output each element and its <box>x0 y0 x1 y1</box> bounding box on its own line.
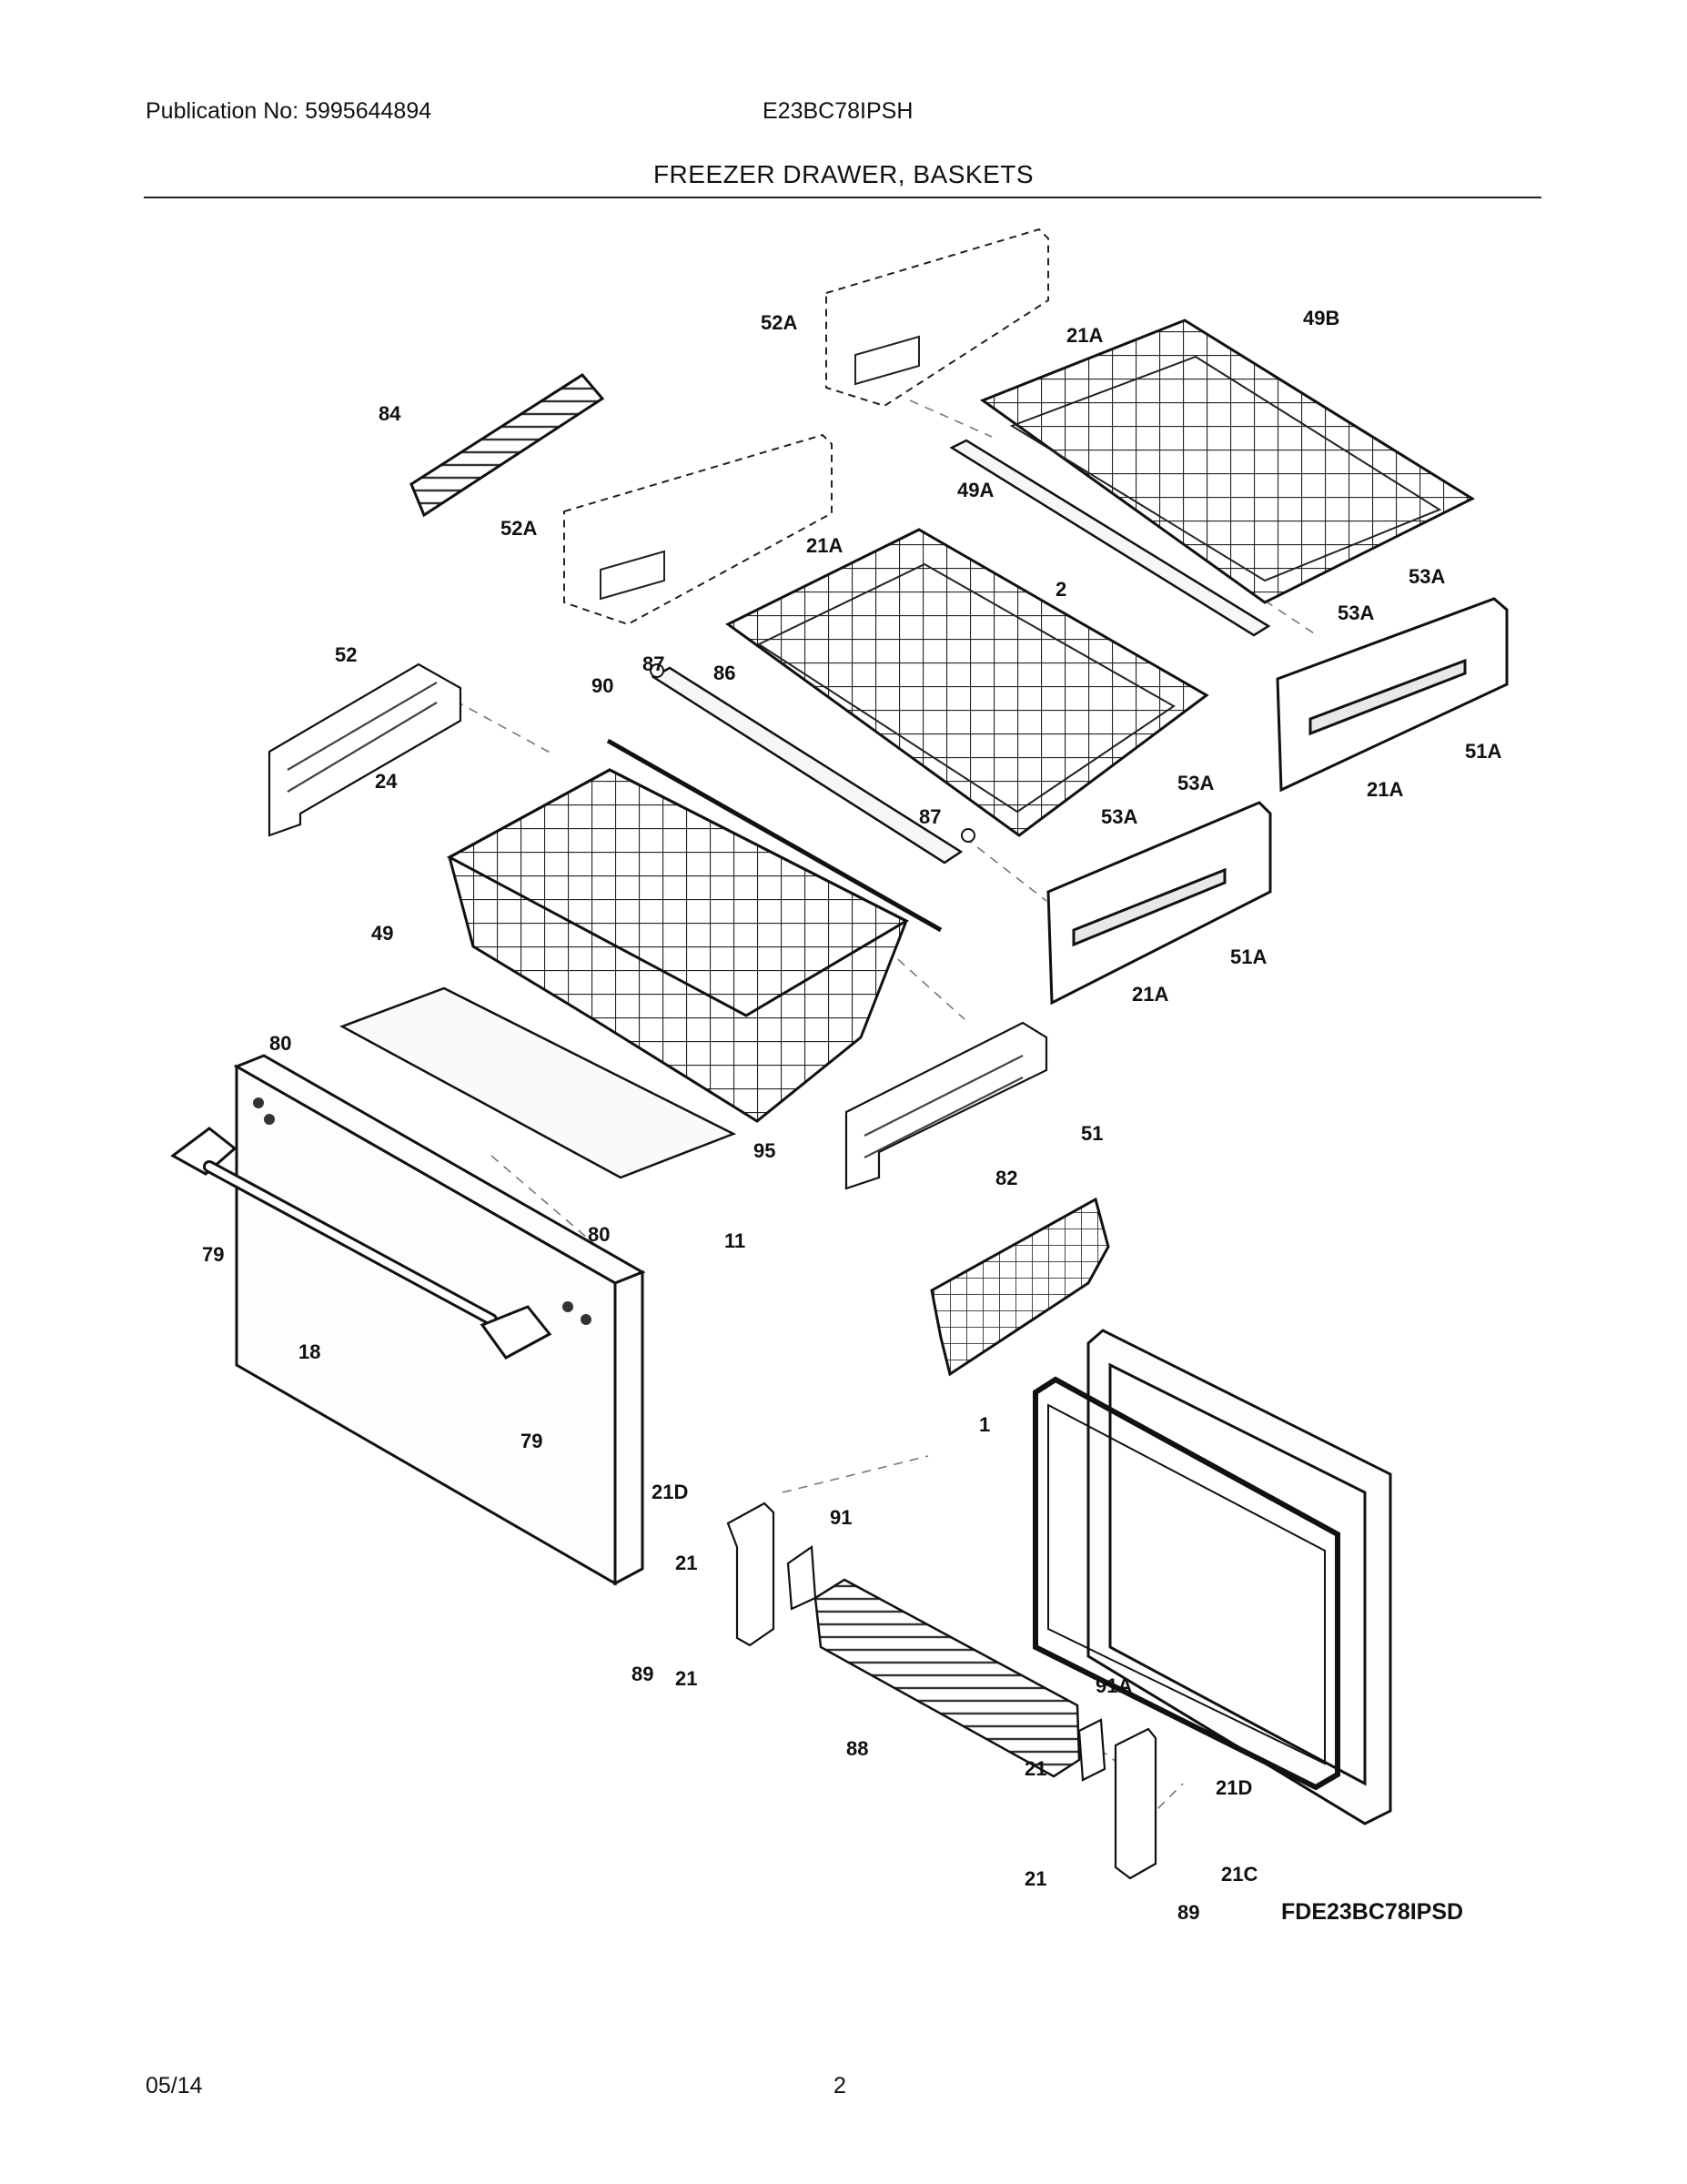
rail-88 <box>813 1578 1081 1778</box>
diagram-code: FDE23BC78IPSD <box>1281 1899 1463 1925</box>
part-callout: 89 <box>1177 1901 1199 1924</box>
part-callouts: 52A 21A 49B 84 52A 21A 49A 2 53A 53A 52 87 86 90 51A 21… <box>202 307 1501 1924</box>
part-callout: 2 <box>1056 578 1066 601</box>
part-callout: 89 <box>631 1663 653 1685</box>
handle-18 <box>170 1127 552 1360</box>
part-callout: 53A <box>1177 772 1214 794</box>
page-title: FREEZER DRAWER, BASKETS <box>652 160 1035 188</box>
drawer-front-11 <box>233 1054 646 1586</box>
part-callout: 90 <box>591 674 613 697</box>
title-rule <box>144 197 1541 198</box>
crossbar-86 <box>651 666 964 864</box>
part-callout: 53A <box>1409 565 1445 588</box>
wire-shelf-82 <box>930 1197 1110 1377</box>
publication-date: 05/14 <box>146 2073 203 2098</box>
bracket-91a <box>1077 1718 1106 1782</box>
part-callout: 49A <box>957 479 994 501</box>
part-callout: 87 <box>919 805 941 828</box>
part-callout: 88 <box>846 1737 868 1760</box>
slide-rail-52a-lower <box>563 433 833 626</box>
part-callout: 53A <box>1101 805 1137 828</box>
page-number: 2 <box>833 2073 846 2098</box>
tray-95 <box>338 986 737 1179</box>
part-callout: 52A <box>500 517 537 540</box>
part-callout: 21A <box>1132 983 1168 1006</box>
bracket-89-left <box>726 1502 775 1647</box>
bracket-89-right <box>1114 1727 1157 1880</box>
part-callout: 24 <box>375 770 398 793</box>
part-callout: 1 <box>979 1413 990 1436</box>
part-callout: 21 <box>1025 1757 1046 1780</box>
rod-90 <box>606 738 943 933</box>
part-callout: 51A <box>1465 740 1501 763</box>
screws <box>253 663 975 1325</box>
part-callout: 49B <box>1303 307 1339 329</box>
slide-rail-52a-upper <box>825 228 1049 408</box>
model-number: E23BC78IPSH <box>763 98 914 124</box>
part-callout: 84 <box>379 402 401 425</box>
part-callout: 18 <box>298 1340 320 1363</box>
part-callout: 21A <box>1367 778 1403 801</box>
lower-basket-49 <box>446 768 910 1123</box>
slide-rail-51 <box>844 1021 1048 1190</box>
part-callout: 21A <box>806 534 843 557</box>
part-callout: 21D <box>652 1481 688 1503</box>
part-callout: 21A <box>1066 324 1103 347</box>
wire-panel-84 <box>409 373 605 518</box>
slide-rail-52 <box>268 662 462 837</box>
part-callout: 52 <box>335 643 357 666</box>
part-callout: 51 <box>1081 1122 1103 1145</box>
slide-rail-51a-lower <box>1046 801 1272 1006</box>
upper-basket-49b <box>979 318 1476 604</box>
part-callout: 79 <box>520 1430 542 1452</box>
part-callout: 11 <box>724 1229 745 1252</box>
crossbar-2 <box>949 439 1271 637</box>
middle-basket-49a <box>725 528 1209 837</box>
part-callout: 21 <box>675 1667 697 1690</box>
part-callout: 21 <box>1025 1867 1046 1890</box>
publication-number: Publication No: 5995644894 <box>146 98 432 124</box>
part-callout: 82 <box>995 1167 1017 1189</box>
part-callout: 80 <box>269 1032 291 1055</box>
part-callout: 49 <box>371 922 393 945</box>
part-callout: 52A <box>761 311 797 334</box>
part-callout: 91A <box>1096 1674 1132 1697</box>
part-callout: 51A <box>1230 945 1267 968</box>
bracket-91 <box>786 1544 817 1611</box>
part-callout: 86 <box>713 662 735 684</box>
inner-door-frame <box>1086 1329 1392 1825</box>
part-callout: 21D <box>1216 1776 1252 1799</box>
part-callout: 91 <box>830 1506 852 1529</box>
gasket-1 <box>1033 1376 1340 1791</box>
part-callout: 21 <box>675 1552 697 1574</box>
part-callout: 21C <box>1221 1863 1258 1886</box>
part-callout: 87 <box>642 652 664 675</box>
part-callout: 80 <box>588 1223 610 1246</box>
part-callout: 95 <box>753 1139 775 1162</box>
part-callout: 53A <box>1338 602 1374 624</box>
slide-rail-51a-upper <box>1276 597 1509 793</box>
part-callout: 79 <box>202 1243 224 1266</box>
